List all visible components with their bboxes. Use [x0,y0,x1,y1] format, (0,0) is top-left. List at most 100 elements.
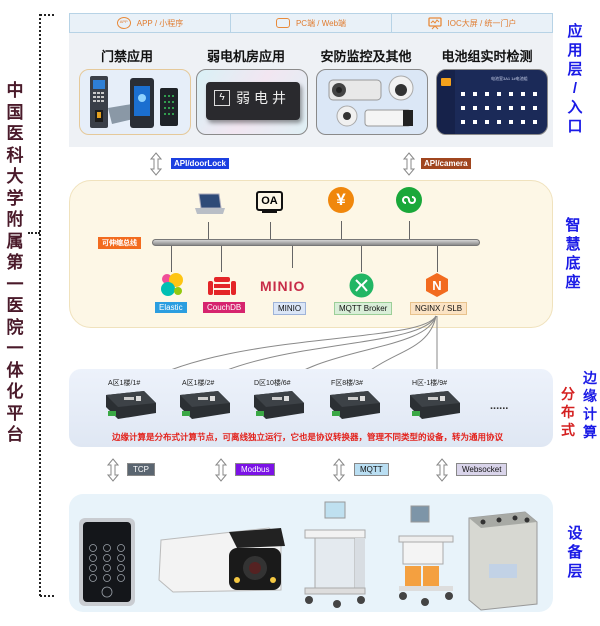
protocol-tag-websocket: Websocket [456,463,508,476]
app-card-security[interactable] [316,69,428,135]
edge-gateway-device[interactable] [172,389,232,419]
title-char: 医 [6,124,24,143]
medical-cart [304,501,366,608]
miniprogram-icon [396,187,422,213]
bracket-top-tick [40,14,54,16]
edge-computing-note: 边缘计算是分布式计算节点，可离线独立运行，它也是协议转换器，管理不同类型的设备，… [112,432,504,442]
double-arrow-icon [436,458,448,482]
battery-unit [468,511,538,611]
double-arrow-icon [403,152,415,176]
label-char: 分 [561,386,575,402]
bus-connector [341,221,342,239]
label-char: 智 [565,217,581,234]
api-camera-tag: API/camera [421,158,471,169]
bracket-mid-tick [28,232,40,234]
label-char: 入 [567,99,583,116]
app-card-access[interactable] [79,69,191,135]
battery-cell [521,106,525,110]
app-title-access: 门禁应用 [100,49,153,64]
label-char: 设 [567,525,583,542]
edge-gateway-device[interactable] [98,389,158,419]
title-char: 属 [6,231,24,251]
label-char: 缘 [583,388,597,404]
edge-gateway-device[interactable] [402,389,462,419]
bus-connector [292,246,293,268]
yuan-icon: ¥ [328,187,354,213]
devices-image [79,501,538,611]
platform-layer-label: 智慧底座 [563,216,583,292]
app-card-battery[interactable]: 电池室3A1 1#电池组 [436,69,548,135]
lightning-icon: ϟ [214,90,230,106]
double-arrow-icon [150,152,162,176]
service-tag-elastic: Elastic [155,302,187,313]
battery-cell [533,106,537,110]
double-arrow-icon [333,458,345,482]
battery-cell [521,120,525,124]
device-layer [69,494,553,612]
protocol-tag-modbus: Modbus [235,463,276,476]
minio-logo: MINIO [260,278,306,294]
battery-cell [461,92,465,96]
mqtt-logo-icon [349,273,374,298]
security-cameras-image [328,75,414,127]
label-char: / [572,80,578,97]
label-char: 底 [565,255,581,272]
service-tag-minio: MINIO [273,302,307,315]
scalable-bus-tag: 可伸缩总线 [98,237,141,249]
battery-cell [509,120,513,124]
battery-cell [473,120,477,124]
battery-cell [533,92,537,96]
battery-cell [485,106,489,110]
more-nodes-ellipsis: ...... [490,400,509,412]
title-char: 平 [6,403,24,423]
label-char: 层 [567,61,583,78]
title-char: 化 [6,382,24,401]
label-char: 边 [583,370,597,386]
battery-cell [485,120,489,124]
title-char: 第 [6,253,24,272]
protocol-tag-mqtt: MQTT [354,463,389,476]
edge-node-label: F区8楼/3# [331,380,363,387]
svg-text:N: N [432,278,441,293]
tab-ioc[interactable]: IOC大屏 / 统一门户 [392,14,552,32]
label-char: 用 [567,42,583,59]
bracket-dotted-line [39,14,41,596]
label-char: 算 [583,424,597,440]
edge-node-label: A区1楼/1# [108,380,141,387]
elastic-logo-icon [161,273,183,296]
bus-connector [221,246,222,272]
sign-text: 弱电井 [236,90,290,106]
edge-label-computing: 边缘计算 [580,369,600,441]
label-char: 计 [583,406,597,422]
title-char: 学 [6,188,24,208]
title-char: 体 [6,360,24,380]
tab-pc-web[interactable]: PC端 / Web端 [231,14,392,32]
edge-node-label: H区-1楼/9# [412,380,448,387]
oa-stand [262,211,277,218]
app-card-weak-current[interactable]: ϟ 弱电井 [196,69,308,135]
laptop-icon [195,193,225,214]
title-char: 中 [6,81,24,100]
edge-node-label: D区10楼/6# [254,380,291,387]
title-char: 一 [6,274,24,294]
battery-cell [533,120,537,124]
bus-connector [437,246,438,272]
oa-icon: OA [256,191,283,211]
battery-cell [461,106,465,110]
bus-connector [270,222,271,239]
bracket-bottom-tick [40,595,54,597]
battery-cell [485,92,489,96]
monitor-icon [275,18,290,28]
edge-gateway-device[interactable] [322,389,382,419]
battery-dashboard-image: 电池室3A1 1#电池组 [437,70,537,134]
label-char: 口 [567,118,583,135]
battery-cell [473,106,477,110]
platform-vertical-title: 中国医科大学附属第一医院一体化平台 [4,80,26,446]
title-char: 大 [6,167,24,186]
battery-cell [497,120,501,124]
edge-gateway-device[interactable] [246,389,306,419]
label-char: 层 [567,563,583,580]
